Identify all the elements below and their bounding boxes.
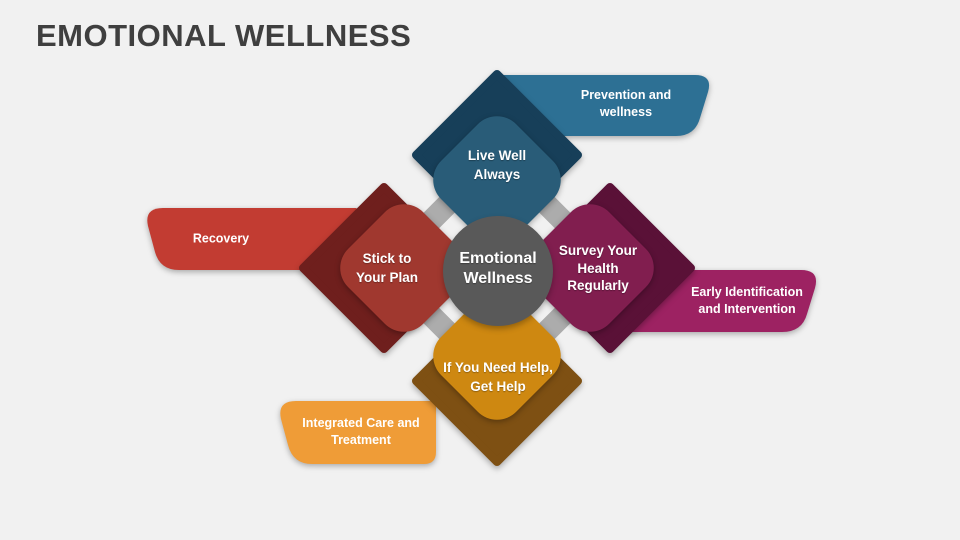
page-title: EMOTIONAL WELLNESS xyxy=(36,18,412,53)
diamond-front-top xyxy=(433,116,561,244)
banner-integrated-care xyxy=(280,401,436,464)
center-circle xyxy=(443,216,553,326)
diamond-front-left xyxy=(340,204,468,332)
diamond-front-right xyxy=(526,204,654,332)
connector-ring xyxy=(368,139,626,397)
banner-prevention-and-wellness xyxy=(503,75,710,136)
diamond-front-bottom xyxy=(433,292,561,420)
